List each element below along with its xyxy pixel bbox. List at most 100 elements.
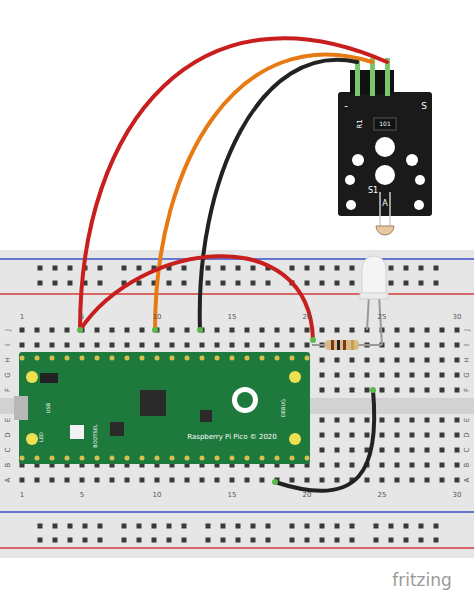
pico-pin: [245, 356, 250, 361]
hole: [110, 328, 115, 333]
hole: [122, 524, 127, 529]
pico-pin: [50, 356, 55, 361]
hole: [404, 281, 409, 286]
hole: [395, 463, 400, 468]
hole: [53, 538, 58, 543]
hole: [305, 266, 310, 271]
hole: [155, 343, 160, 348]
hole: [395, 388, 400, 393]
hole: [98, 266, 103, 271]
hole: [20, 478, 25, 483]
part-label: B: [464, 463, 471, 468]
hole: [236, 281, 241, 286]
hole: [395, 343, 400, 348]
hole: [335, 388, 340, 393]
hole: [137, 266, 142, 271]
hole: [65, 478, 70, 483]
hole: [395, 448, 400, 453]
pico-pin: [290, 456, 295, 461]
hole: [350, 448, 355, 453]
hole: [380, 433, 385, 438]
hole: [365, 433, 370, 438]
hole: [170, 328, 175, 333]
hole: [410, 448, 415, 453]
hole: [65, 328, 70, 333]
hole: [206, 266, 211, 271]
rail-line: [0, 293, 474, 295]
hole: [38, 538, 43, 543]
part-label: H: [464, 357, 471, 362]
hole: [335, 373, 340, 378]
hole: [335, 538, 340, 543]
hole: [320, 463, 325, 468]
pico-pin: [35, 356, 40, 361]
mount-hole: [289, 433, 301, 445]
hole: [290, 343, 295, 348]
hole: [167, 281, 172, 286]
pico-pin: [260, 356, 265, 361]
hole: [215, 328, 220, 333]
hole: [320, 538, 325, 543]
hole: [425, 448, 430, 453]
sensor-lead: [379, 192, 381, 226]
hole: [410, 328, 415, 333]
pico-pin: [260, 456, 265, 461]
rp2040-chip: [140, 390, 166, 416]
hole: [365, 388, 370, 393]
pico-pin: [110, 456, 115, 461]
pico-pin: [245, 456, 250, 461]
raspberry-logo: [237, 392, 253, 408]
pico-pin: [155, 456, 160, 461]
hole: [230, 478, 235, 483]
hole: [185, 328, 190, 333]
hole: [350, 388, 355, 393]
part-label: J: [5, 329, 12, 331]
hole: [395, 358, 400, 363]
hole: [440, 478, 445, 483]
hole: [80, 478, 85, 483]
hole: [182, 266, 187, 271]
hole: [335, 328, 340, 333]
hole: [350, 281, 355, 286]
part-label: 10: [153, 492, 162, 499]
hole: [290, 328, 295, 333]
hole: [185, 478, 190, 483]
part-label: G: [5, 372, 12, 377]
module-hole: [352, 154, 364, 166]
hole: [137, 538, 142, 543]
hole: [200, 478, 205, 483]
hole: [410, 463, 415, 468]
hole: [380, 463, 385, 468]
wire-end: [272, 479, 278, 485]
hole: [170, 343, 175, 348]
resistor-band: [331, 340, 334, 350]
part-label: C: [5, 448, 12, 453]
hole: [419, 538, 424, 543]
chip: [40, 373, 58, 383]
hole: [167, 538, 172, 543]
hole: [251, 524, 256, 529]
hole: [440, 448, 445, 453]
hole: [20, 343, 25, 348]
hole: [440, 373, 445, 378]
part-label: 15: [228, 492, 237, 499]
hole: [251, 266, 256, 271]
part-label: A: [382, 200, 387, 208]
sensor-module: [338, 92, 432, 216]
hole: [38, 524, 43, 529]
wire-red: [80, 256, 313, 340]
hole: [389, 266, 394, 271]
hole: [50, 328, 55, 333]
hole: [455, 388, 460, 393]
pico-pin: [185, 356, 190, 361]
part-label: E: [464, 418, 471, 422]
hole: [425, 478, 430, 483]
hole: [83, 538, 88, 543]
hole: [350, 266, 355, 271]
hole: [20, 328, 25, 333]
hole: [68, 281, 73, 286]
part-label: DEBUG: [281, 399, 286, 417]
hole: [320, 281, 325, 286]
hole: [455, 463, 460, 468]
hole: [80, 343, 85, 348]
